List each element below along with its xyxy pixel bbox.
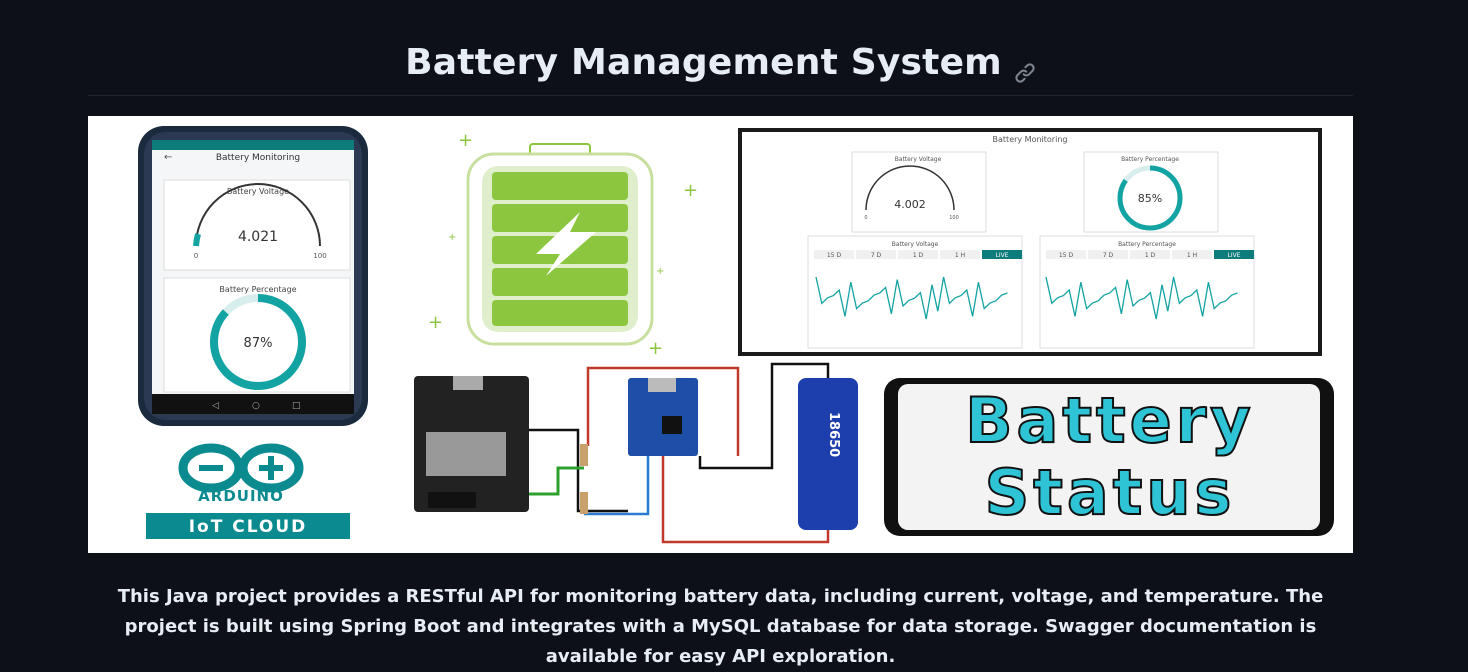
- range-tab[interactable]: [1172, 250, 1212, 259]
- phone-voltage-value: 4.021: [238, 229, 278, 245]
- range-tab-label: 1 H: [955, 252, 965, 259]
- range-tab-label: 15 D: [1059, 252, 1074, 259]
- range-tab-label: 1 D: [1145, 252, 1156, 259]
- phone-percent-title: Battery Percentage: [219, 285, 296, 294]
- phone-voltage-title: Battery Voltage: [227, 187, 289, 196]
- phone-percent-value: 87%: [244, 336, 273, 351]
- range-tab-label: LIVE: [995, 252, 1008, 259]
- svg-text:+: +: [458, 130, 473, 151]
- range-tab[interactable]: [982, 250, 1022, 259]
- dashboard-screenshot: Battery Monitoring Battery Voltage 4.002…: [738, 128, 1322, 356]
- range-tab[interactable]: [940, 250, 980, 259]
- range-tab-label: 15 D: [827, 252, 842, 259]
- dashboard-percent-title: Battery Percentage: [1121, 156, 1179, 163]
- range-tab[interactable]: [1046, 250, 1086, 259]
- svg-text:+: +: [428, 312, 443, 333]
- dashboard-voltage-min: 0: [864, 215, 867, 221]
- dashboard-chart2-title: Battery Percentage: [1118, 241, 1176, 248]
- range-tab[interactable]: [814, 250, 854, 259]
- cell-label: 18650: [826, 412, 841, 457]
- range-tab[interactable]: [1088, 250, 1128, 259]
- iot-cloud-label: IoT CLOUD: [189, 517, 308, 537]
- svg-text:+: +: [683, 180, 698, 201]
- svg-text:←: ←: [164, 152, 172, 163]
- range-tab-label: 7 D: [871, 252, 882, 259]
- dashboard-voltage-max: 100: [949, 215, 959, 221]
- range-tab[interactable]: [898, 250, 938, 259]
- dashboard-chart1-title: Battery Voltage: [892, 241, 939, 248]
- svg-text:+: +: [648, 338, 663, 359]
- page-title-text: Battery Management System: [405, 42, 1002, 83]
- status-line2: Status: [985, 456, 1236, 529]
- dashboard-title: Battery Monitoring: [993, 135, 1068, 144]
- range-tabs-b: 15 D 7 D 1 D 1 H LIVE: [1046, 250, 1254, 259]
- page-title: Battery Management System: [405, 42, 1036, 83]
- range-tab[interactable]: [856, 250, 896, 259]
- phone-mockup: ← Battery Monitoring Battery Voltage 4.0…: [138, 126, 368, 426]
- voltage-series-line: [815, 276, 1008, 320]
- circuit-diagram: 18650: [414, 362, 858, 544]
- svg-text:□: □: [292, 401, 301, 411]
- project-description: This Java project provides a RESTful API…: [117, 586, 1324, 667]
- arduino-logo: ARDUINO IoT CLOUD: [146, 443, 350, 539]
- dashboard-voltage-value: 4.002: [894, 198, 926, 211]
- range-tabs-a: 15 D 7 D 1 D 1 H LIVE: [814, 250, 1022, 259]
- battery-icon: + + + + + +: [428, 130, 698, 359]
- link-icon[interactable]: [1014, 52, 1036, 83]
- heading-container: Battery Management System: [88, 30, 1353, 96]
- range-tab-label: 7 D: [1103, 252, 1114, 259]
- svg-text:◁: ◁: [212, 401, 219, 411]
- phone-header: Battery Monitoring: [216, 153, 300, 163]
- battery-status-badge: Battery Status: [884, 378, 1334, 536]
- range-tab-label: 1 H: [1187, 252, 1197, 259]
- svg-text:○: ○: [252, 401, 260, 411]
- dashboard-percent-value: 85%: [1138, 192, 1162, 205]
- range-tab[interactable]: [1130, 250, 1170, 259]
- phone-voltage-max: 100: [313, 252, 326, 260]
- range-tab-label: LIVE: [1227, 252, 1240, 259]
- banner-image: ← Battery Monitoring Battery Voltage 4.0…: [88, 116, 1353, 553]
- svg-text:+: +: [656, 266, 664, 277]
- status-line1: Battery: [965, 384, 1254, 457]
- svg-text:+: +: [448, 232, 456, 243]
- arduino-name: ARDUINO: [198, 487, 284, 505]
- percent-series-line: [1045, 276, 1238, 320]
- phone-voltage-min: 0: [194, 252, 198, 260]
- range-tab[interactable]: [1214, 250, 1254, 259]
- range-tab-label: 1 D: [913, 252, 924, 259]
- dashboard-voltage-title: Battery Voltage: [895, 156, 942, 163]
